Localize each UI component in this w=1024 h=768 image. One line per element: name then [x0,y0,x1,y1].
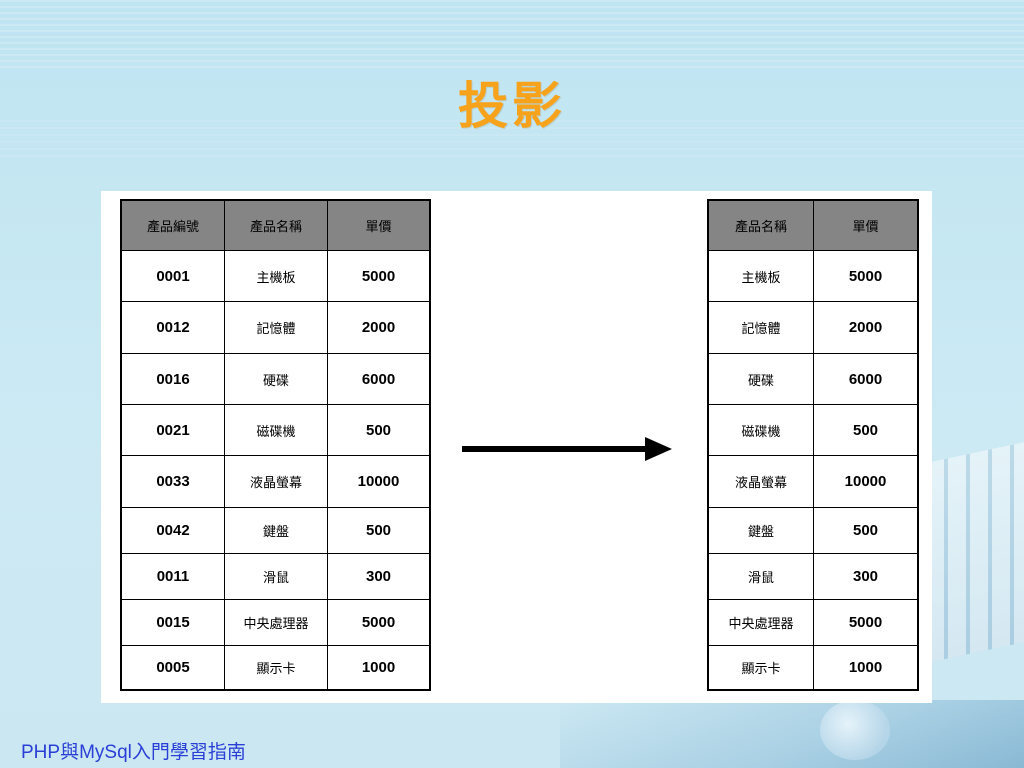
top-stripes-decoration [0,0,1024,70]
table-cell: 液晶螢幕 [224,455,328,508]
right-arrow-icon [462,437,672,461]
table-cell: 主機板 [224,250,328,302]
table-cell: 硬碟 [707,353,814,405]
table-cell: 中央處理器 [707,599,814,646]
column-header: 單價 [813,199,919,251]
table-cell: 2000 [327,301,431,354]
table-cell: 6000 [327,353,431,405]
table-cell: 磁碟機 [707,404,814,456]
table-cell: 磁碟機 [224,404,328,456]
table-cell: 0012 [120,301,225,354]
table-cell: 記憶體 [224,301,328,354]
mouse-decoration [820,700,890,760]
column-header: 產品名稱 [224,199,328,251]
table-cell: 顯示卡 [224,645,328,691]
table-cell: 500 [813,507,919,554]
table-cell: 5000 [813,250,919,302]
table-cell: 500 [813,404,919,456]
table-cell: 1000 [327,645,431,691]
table-cell: 0015 [120,599,225,646]
table-cell: 300 [813,553,919,600]
table-cell: 10000 [327,455,431,508]
table-cell: 主機板 [707,250,814,302]
table-cell: 10000 [813,455,919,508]
table-cell: 中央處理器 [224,599,328,646]
table-cell: 鍵盤 [224,507,328,554]
table-cell: 5000 [813,599,919,646]
table-cell: 5000 [327,250,431,302]
table-cell: 0005 [120,645,225,691]
table-cell: 300 [327,553,431,600]
table-cell: 鍵盤 [707,507,814,554]
column-header: 產品編號 [120,199,225,251]
table-cell: 500 [327,404,431,456]
table-cell: 0042 [120,507,225,554]
table-cell: 滑鼠 [707,553,814,600]
table-cell: 0016 [120,353,225,405]
table-cell: 1000 [813,645,919,691]
table-cell: 硬碟 [224,353,328,405]
bottom-right-decoration [560,700,1024,768]
column-header: 單價 [327,199,431,251]
slide-title: 投影 [458,76,566,135]
table-cell: 液晶螢幕 [707,455,814,508]
mid-stripes-decoration [0,120,1024,160]
table-cell: 0011 [120,553,225,600]
table-cell: 0021 [120,404,225,456]
footer-text: PHP與MySql入門學習指南 [21,742,246,763]
table-cell: 2000 [813,301,919,354]
table-cell: 0033 [120,455,225,508]
column-header: 產品名稱 [707,199,814,251]
table-cell: 6000 [813,353,919,405]
source-table-header-row: 產品編號 產品名稱 單價 [120,199,431,251]
projected-table-header-row: 產品名稱 單價 [707,199,919,251]
table-cell: 記憶體 [707,301,814,354]
table-cell: 0001 [120,250,225,302]
table-cell: 5000 [327,599,431,646]
table-cell: 500 [327,507,431,554]
table-cell: 顯示卡 [707,645,814,691]
table-cell: 滑鼠 [224,553,328,600]
